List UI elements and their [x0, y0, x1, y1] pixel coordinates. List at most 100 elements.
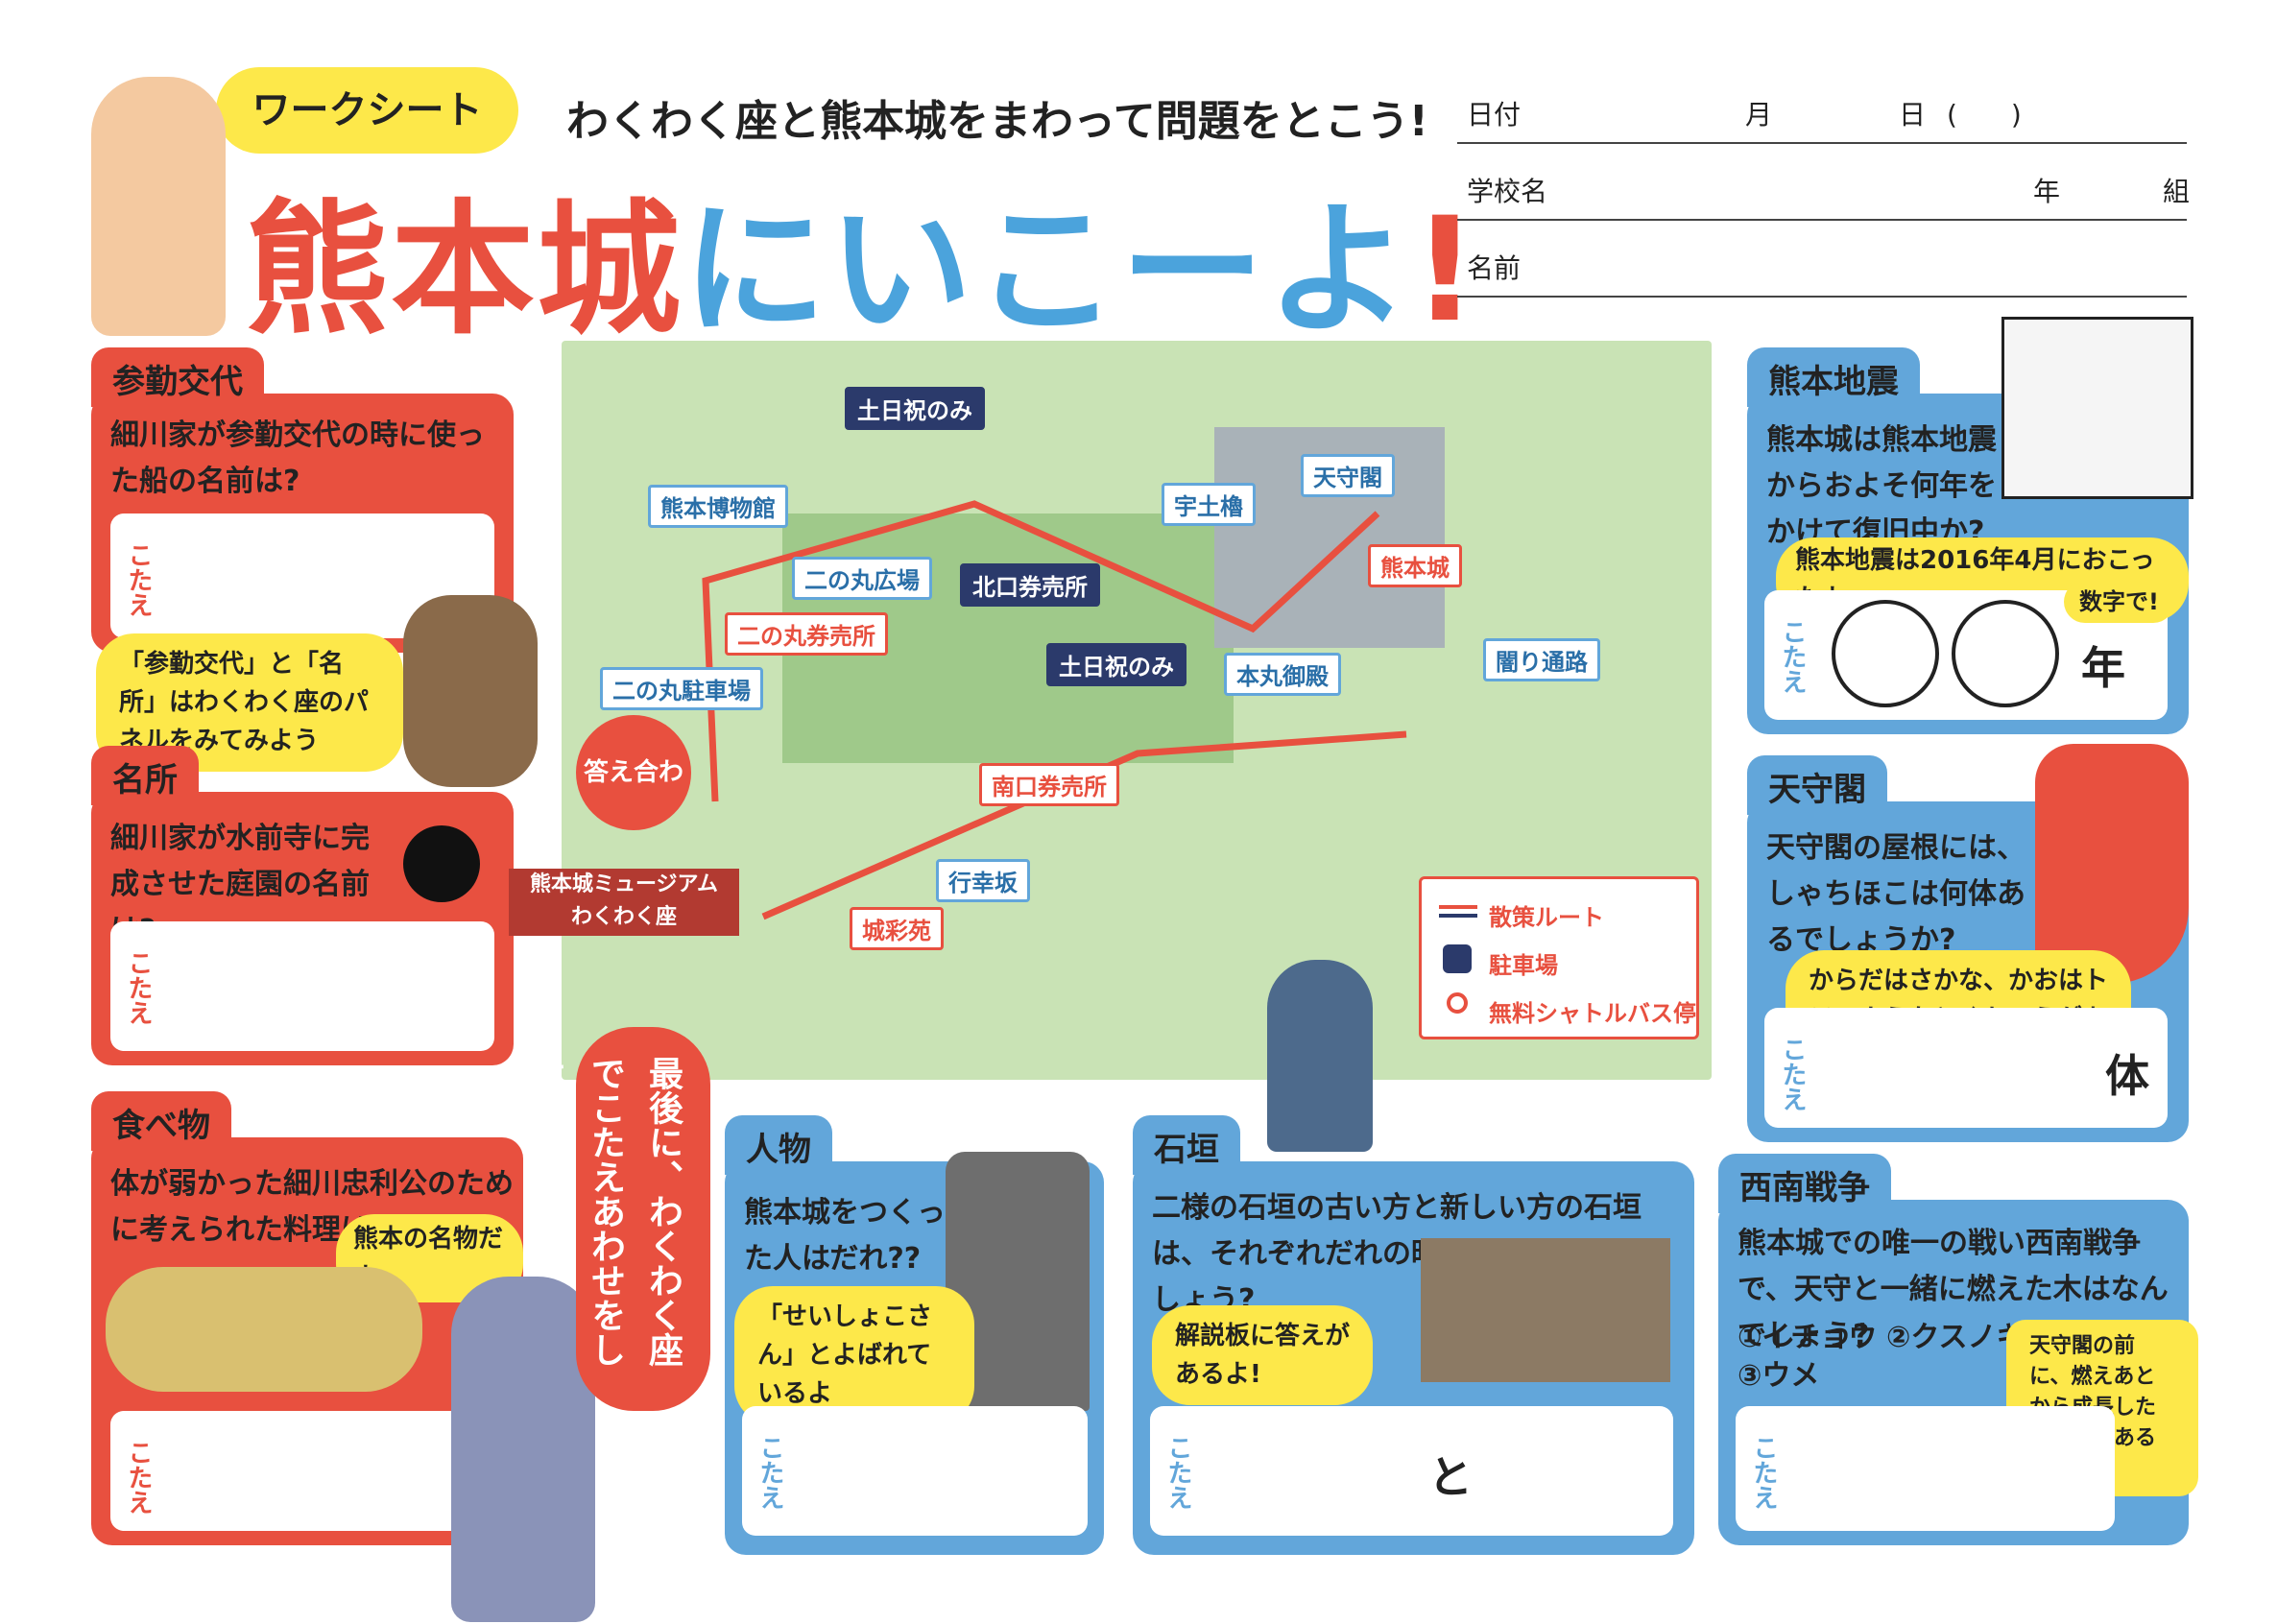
final-message: 最後に、わくわく座でこたえあわせをしよう!: [528, 1027, 710, 1411]
panel-jinbutsu: 人物 熊本城をつくった人はだれ?? 「せいしょこさん」とよばれているよ こたえ: [725, 1115, 1104, 1555]
tab-meisho: 名所: [91, 746, 199, 805]
class-label: 組: [2163, 176, 2191, 207]
kinzo-mascot-illustration: [451, 1277, 595, 1622]
map-label-south-ticket: 南口券売所: [979, 763, 1119, 806]
tab-ishigaki: 石垣: [1133, 1115, 1240, 1175]
date-label: 日付: [1467, 99, 1522, 131]
question-jinbutsu: 熊本城をつくった人はだれ??: [744, 1196, 946, 1276]
school-row[interactable]: 学校名 年 組: [1457, 144, 2191, 221]
map-label-honmaru-goten: 本丸御殿: [1224, 653, 1341, 696]
question-ishigaki: 二様の石垣の古い方と新しい方の石垣は、それぞれだれの時代につくられたでしょう?: [1152, 1191, 1670, 1317]
panel-seinan: 西南戦争 熊本城での唯一の戦い西南戦争で、天守と一緒に燃えた木はなんでしょう? …: [1718, 1154, 2198, 1545]
question-tenshu: 天守閣の屋根には、しゃちほこは何体あるでしょうか?: [1766, 831, 2025, 957]
answer-box-jinbutsu[interactable]: こたえ: [742, 1406, 1088, 1536]
title-blue: にいこーよ: [678, 182, 1415, 359]
kotae-label: こたえ: [1163, 1435, 1192, 1510]
tab-sankin: 参勤交代: [91, 347, 264, 407]
bus-stop-icon: [1447, 992, 1468, 1014]
grade-label: 年: [2033, 176, 2061, 207]
answer-box-seinan[interactable]: こたえ: [1736, 1406, 2115, 1531]
kotae-label: こたえ: [124, 950, 153, 1025]
kotae-label: こたえ: [1778, 1037, 1807, 1111]
answer-box-tenshu[interactable]: こたえ 体: [1764, 1008, 2168, 1128]
map-label-weekend-2: 土日祝のみ: [1046, 643, 1186, 686]
question-jishin: 熊本城は熊本地震からおよそ何年をかけて復旧中か?: [1766, 423, 1997, 549]
panel-ishigaki: 石垣 二様の石垣の古い方と新しい方の石垣は、それぞれだれの時代につくられたでしょ…: [1133, 1115, 1694, 1555]
answer-tai: 体: [2105, 1050, 2149, 1102]
map-label-ninomaru-hiroba: 二の丸広場: [792, 557, 932, 600]
question-sankin: 細川家が参勤交代の時に使った船の名前は?: [110, 418, 485, 498]
museum-name: 熊本城ミュージアム: [529, 872, 719, 896]
shachihoko-illustration: [2035, 744, 2189, 984]
hint2-jishin: 数字で!: [2064, 581, 2174, 623]
answer-box-ishigaki[interactable]: こたえ と: [1150, 1406, 1673, 1536]
kotae-label: こたえ: [124, 542, 153, 617]
museum-sub: わくわく座: [570, 905, 677, 929]
date-row[interactable]: 日付 月 日 ( ): [1457, 67, 2187, 144]
tab-tenshu: 天守閣: [1747, 755, 1887, 815]
kotae-label: こたえ: [1778, 619, 1807, 694]
option-2: ②クスノキ: [1886, 1321, 2025, 1354]
digit-circle-1[interactable]: [1832, 600, 1939, 707]
map-label-tenshukaku: 天守閣: [1301, 454, 1395, 497]
karashi-renkon-photo: [106, 1267, 422, 1392]
tab-seinan: 西南戦争: [1718, 1154, 1891, 1213]
digit-circle-2[interactable]: [1952, 600, 2059, 707]
option-3: ③ウメ: [1738, 1359, 1820, 1393]
answer-to: と: [1428, 1451, 1473, 1503]
hint-ishigaki: 解説板に答えがあるよ!: [1152, 1305, 1373, 1405]
weekday-parens: ( ): [1947, 99, 2022, 131]
route-lines: [702, 427, 1445, 920]
page-title: 熊本城にいこーよ!: [240, 154, 1482, 362]
school-label: 学校名: [1467, 176, 1548, 207]
samurai-mascot-illustration: [1267, 960, 1373, 1152]
hint-jinbutsu: 「せいしょこさん」とよばれているよ: [734, 1286, 974, 1424]
map-label-kumamoto-castle: 熊本城: [1368, 544, 1462, 587]
panel-sankin: 参勤交代 細川家が参勤交代の時に使った船の名前は? こたえ: [91, 347, 514, 653]
answer-box-tabemono[interactable]: こたえ: [110, 1411, 504, 1531]
mascot-girl-illustration: [91, 77, 226, 336]
panel-jishin: 熊本地震 熊本城は熊本地震からおよそ何年をかけて復旧中か? 熊本地震は2016年…: [1747, 317, 2193, 734]
title-mark: !: [1407, 182, 1482, 359]
option-1: ①イチョウ: [1738, 1321, 1878, 1354]
ishigaki-photo: [1421, 1238, 1670, 1382]
tab-tabemono: 食べ物: [91, 1091, 231, 1151]
kotae-label: こたえ: [755, 1435, 784, 1510]
title-red: 熊本城: [240, 182, 685, 359]
page-subtitle: わくわく座と熊本城をまわって問題をとこう!: [566, 97, 1428, 146]
map-legend: 散策ルート 駐車場 無料シャトルバス停: [1419, 876, 1699, 1039]
kotae-label: こたえ: [1749, 1435, 1778, 1510]
map-label-weekend-1: 土日祝のみ: [845, 387, 985, 430]
castle-illustration: [2001, 317, 2193, 499]
legend-route: 散策ルート: [1489, 904, 1604, 931]
parking-icon: [1443, 944, 1472, 973]
map-label-ninomaru-ticket: 二の丸券売所: [725, 612, 888, 656]
map-label-josaien: 城彩苑: [850, 907, 944, 950]
route-legend-icon: [1439, 905, 1477, 918]
month-label: 月: [1745, 99, 1773, 131]
panel-meisho: 名所 細川家が水前寺に完成させた庭園の名前は? こたえ: [91, 746, 514, 1065]
tanuki-mascot-illustration: [403, 595, 538, 787]
map-label-kurayami-tsuro: 闇り通路: [1483, 638, 1600, 681]
question-seinan: 熊本城での唯一の戦い西南戦争で、天守と一緒に燃えた木はなんでしょう?: [1738, 1227, 2169, 1352]
answer-nen: 年: [2081, 642, 2125, 694]
map-label-museum: 熊本博物館: [648, 485, 788, 528]
name-label: 名前: [1467, 252, 1522, 284]
map-label-uto-yagura: 宇土櫓: [1162, 483, 1256, 526]
map-label-gyokozaka: 行幸坂: [936, 859, 1030, 902]
kuyo-crest-icon: [403, 825, 480, 902]
answer-check-bubble: 答え合わせ: [576, 715, 691, 902]
panel-tenshu: 天守閣 天守閣の屋根には、しゃちほこは何体あるでしょうか? からだはさかな、かお…: [1747, 744, 2189, 1142]
answer-box-meisho[interactable]: こたえ: [110, 921, 494, 1051]
kotae-label: こたえ: [124, 1440, 153, 1515]
legend-parking: 駐車場: [1489, 952, 1558, 979]
museum-sign: 熊本城ミュージアム わくわく座: [509, 869, 739, 936]
tab-jishin: 熊本地震: [1747, 347, 1920, 407]
day-label: 日: [1899, 99, 1927, 131]
map-label-ninomaru-parking: 二の丸駐車場: [600, 667, 763, 710]
worksheet-label: ワークシート: [216, 67, 518, 154]
tab-jinbutsu: 人物: [725, 1115, 832, 1175]
name-row[interactable]: 名前: [1457, 221, 2187, 298]
legend-bus-stop: 無料シャトルバス停: [1489, 1000, 1696, 1027]
map-label-north-ticket: 北口券売所: [960, 563, 1100, 607]
